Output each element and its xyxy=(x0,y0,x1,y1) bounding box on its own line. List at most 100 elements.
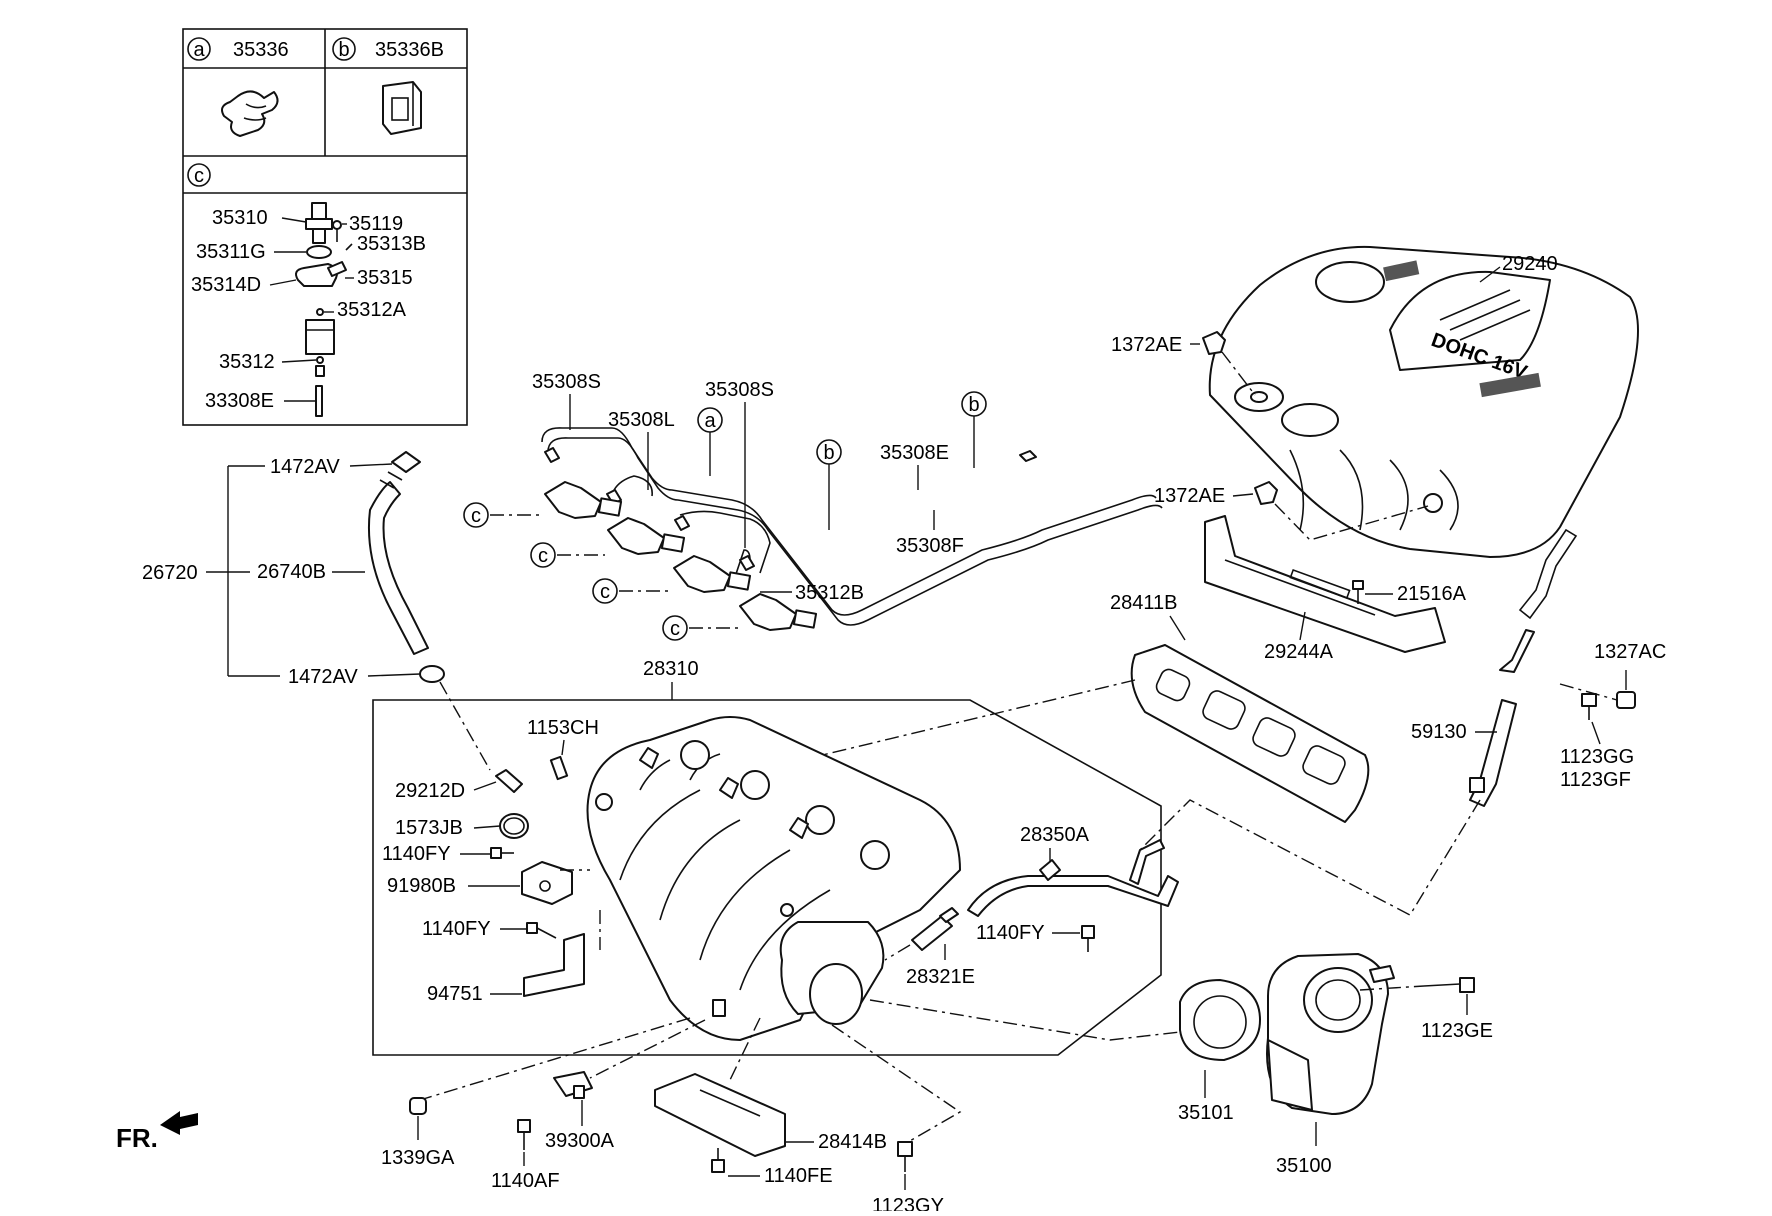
label-1472AV-lower: 1472AV xyxy=(288,666,358,688)
callout-b-2: b xyxy=(961,391,987,468)
clamp-1472AV-upper xyxy=(391,451,421,473)
svg-text:a: a xyxy=(704,410,716,432)
label-94751: 94751 xyxy=(427,983,483,1005)
label-35311G: 35311G xyxy=(196,241,266,263)
gasket-35101-illustration xyxy=(1179,979,1261,1061)
label-1372AE-upper: 1372AE xyxy=(1111,334,1182,356)
bolt-1140AF-illustration xyxy=(517,1119,531,1150)
svg-text:c: c xyxy=(670,618,680,640)
svg-text:b: b xyxy=(968,394,979,416)
label-35308S-right: 35308S xyxy=(705,379,774,401)
hose-59130-illustration xyxy=(1469,528,1578,807)
svg-text:c: c xyxy=(194,165,204,187)
bolt-1140FY-right xyxy=(1081,925,1095,952)
label-35119: 35119 xyxy=(349,213,403,235)
label-1140FY-right: 1140FY xyxy=(976,922,1045,944)
clip-35336B-illustration xyxy=(382,81,422,135)
label-1327AC: 1327AC xyxy=(1594,641,1666,663)
label-1123GY: 1123GY xyxy=(872,1195,944,1211)
injector-3 xyxy=(673,555,752,593)
front-indicator: FR. xyxy=(116,1111,198,1153)
fuel-rail-illustration xyxy=(541,427,1163,626)
label-35101: 35101 xyxy=(1178,1102,1234,1124)
throttle-body-35100-illustration xyxy=(1266,953,1395,1115)
legend-c-key: c xyxy=(187,163,211,187)
hose-26740B-illustration xyxy=(367,471,429,655)
label-1140FE: 1140FE xyxy=(764,1165,833,1187)
label-1140AF: 1140AF xyxy=(491,1170,560,1192)
callout-a: a xyxy=(697,407,723,476)
legend-a-key: a xyxy=(187,37,211,61)
nut-1339GA-illustration xyxy=(409,1097,427,1115)
label-35312A: 35312A xyxy=(337,299,407,321)
svg-text:b: b xyxy=(823,442,834,464)
label-35312B: 35312B xyxy=(795,582,864,604)
label-35308E: 35308E xyxy=(880,442,949,464)
legend-table: a 35336 b 35336B c xyxy=(182,28,468,426)
label-29212D: 29212D xyxy=(395,780,465,802)
sensor-39300A-illustration xyxy=(553,1071,593,1099)
label-26720: 26720 xyxy=(142,562,198,584)
callout-c-2: c xyxy=(530,542,605,568)
injector-1 xyxy=(544,481,623,519)
label-21516A: 21516A xyxy=(1397,583,1467,605)
grommet-1372AE-lower xyxy=(1254,481,1278,505)
legend-b-key: b xyxy=(332,37,356,61)
bracket-29244A-illustration xyxy=(1204,515,1446,653)
callout-c-1: c xyxy=(463,502,540,528)
connector-29212D-illustration xyxy=(495,769,523,793)
label-35308S-left: 35308S xyxy=(532,371,601,393)
callout-c-4: c xyxy=(662,615,738,641)
injector-2 xyxy=(607,517,686,555)
svg-text:a: a xyxy=(193,39,205,61)
injector-4 xyxy=(739,593,818,631)
svg-text:c: c xyxy=(600,581,610,603)
label-1372AE-lower: 1372AE xyxy=(1154,485,1225,507)
label-1123GF: 1123GF xyxy=(1560,769,1631,791)
label-35100: 35100 xyxy=(1276,1155,1332,1177)
label-28350A: 28350A xyxy=(1020,824,1090,846)
bolt-1140FY-left-lower xyxy=(526,922,557,939)
label-35310: 35310 xyxy=(212,207,268,229)
label-91980B: 91980B xyxy=(387,875,456,897)
label-1123GE: 1123GE xyxy=(1421,1020,1493,1042)
label-26740B: 26740B xyxy=(257,561,326,583)
bolt-1123GY-illustration xyxy=(897,1141,913,1172)
label-33308E: 33308E xyxy=(205,390,274,412)
bolt-1140FY-left-upper xyxy=(490,847,514,859)
callout-b-1: b xyxy=(816,439,842,530)
bracket-28414B-illustration xyxy=(654,1073,786,1157)
label-35315: 35315 xyxy=(357,267,413,289)
label-29244A: 29244A xyxy=(1264,641,1334,663)
bolt-1123GG-illustration xyxy=(1581,693,1597,720)
front-arrow-icon xyxy=(160,1111,198,1135)
callout-c-3: c xyxy=(592,578,672,604)
front-label: FR. xyxy=(116,1123,158,1153)
label-28310: 28310 xyxy=(643,658,699,680)
label-1123GG: 1123GG xyxy=(1560,746,1634,768)
clamp-1573JB-illustration xyxy=(499,813,529,839)
label-59130: 59130 xyxy=(1411,721,1467,743)
label-28411B: 28411B xyxy=(1110,592,1177,614)
label-1140FY-left-upper: 1140FY xyxy=(382,843,451,865)
stud-1153CH-illustration xyxy=(549,755,569,781)
intake-manifold-illustration xyxy=(586,716,961,1041)
clamp-1472AV-lower xyxy=(419,665,445,683)
pipe-28350A-illustration xyxy=(967,839,1179,917)
label-29240: 29240 xyxy=(1502,253,1558,275)
label-39300A: 39300A xyxy=(545,1130,615,1152)
label-28321E: 28321E xyxy=(906,966,975,988)
label-28414B: 28414B xyxy=(818,1131,887,1153)
label-1573JB: 1573JB xyxy=(395,817,463,839)
injector-detail-illustration xyxy=(295,202,353,417)
legend-a-part: 35336 xyxy=(233,39,289,61)
label-35313B: 35313B xyxy=(357,233,426,255)
grommet-1372AE-upper xyxy=(1202,331,1226,355)
label-35308L: 35308L xyxy=(608,409,675,431)
label-35312: 35312 xyxy=(219,351,275,373)
svg-text:c: c xyxy=(538,545,548,567)
clip-35336-illustration xyxy=(221,90,279,137)
bracket-94751-illustration xyxy=(523,933,585,997)
label-1140FY-left-lower: 1140FY xyxy=(422,918,491,940)
label-1153CH: 1153CH xyxy=(527,717,599,739)
